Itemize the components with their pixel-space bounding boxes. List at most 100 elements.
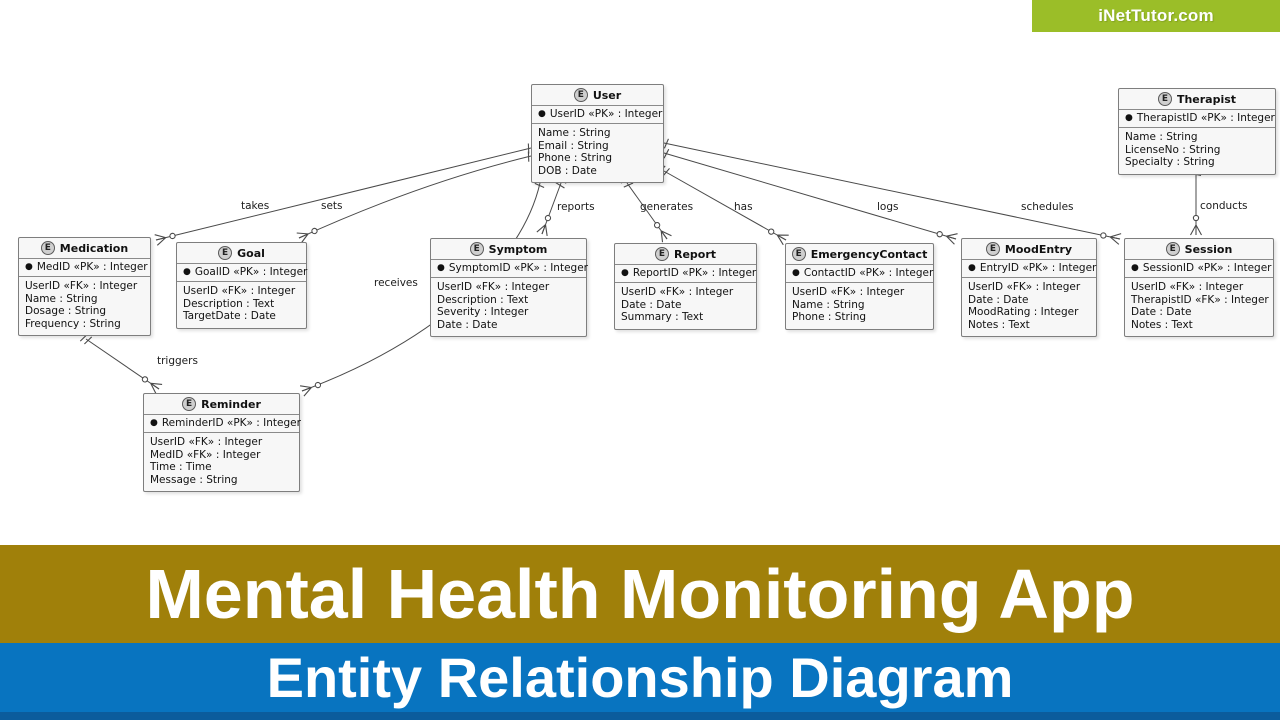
entity-moodentry-header: E MoodEntry	[962, 239, 1096, 259]
relationship-label-receives: receives	[374, 277, 418, 289]
connector-triggers	[79, 333, 163, 394]
pk-bullet-icon: ●	[150, 418, 158, 428]
entity-session-header: E Session	[1125, 239, 1273, 259]
attribute-row: MedID «FK» : Integer	[150, 448, 261, 461]
relationship-label-reports: reports	[557, 201, 595, 213]
entity-therapist: E Therapist ● TherapistID «PK» : Integer…	[1118, 88, 1276, 175]
entity-medication: E Medication ● MedID «PK» : Integer User…	[18, 237, 151, 336]
entity-title: MoodEntry	[1004, 242, 1073, 256]
pk-text: EntryID «PK» : Integer	[979, 262, 1097, 274]
attribute-row: Severity : Integer	[437, 306, 529, 318]
entity-emergencycontact: E EmergencyContact ● ContactID «PK» : In…	[785, 243, 934, 330]
pk-text: ContactID «PK» : Integer	[803, 267, 934, 279]
attribute-row: UserID «FK» : Integer	[621, 286, 734, 298]
title-band: Mental Health Monitoring App	[0, 545, 1280, 643]
subtitle-band: Entity Relationship Diagram	[0, 643, 1280, 712]
relationship-label-generates: generates	[640, 201, 694, 213]
attribute-row: Specialty : String	[1125, 156, 1215, 168]
attribute-row: Message : String	[150, 473, 238, 486]
entity-therapist-header: E Therapist	[1119, 89, 1275, 109]
pk-text: ReportID «PK» : Integer	[632, 267, 757, 279]
entity-attributes: UserID «FK» : Integer Name : String Dosa…	[19, 276, 150, 335]
attribute-row: Name : String	[1125, 131, 1198, 143]
entity-user: E User ● UserID «PK» : Integer Name : St…	[531, 84, 664, 183]
attribute-row: Date : Date	[1131, 306, 1192, 318]
entity-pk-row: ● UserID «PK» : Integer	[532, 105, 663, 123]
entity-attributes: Name : String LicenseNo : String Special…	[1119, 127, 1275, 174]
entity-reminder-header: E Reminder	[144, 394, 299, 414]
entity-title: Reminder	[201, 397, 261, 411]
attribute-row: UserID «FK» : Integer	[183, 285, 296, 297]
pk-bullet-icon: ●	[25, 262, 33, 272]
relationship-label-triggers: triggers	[157, 355, 198, 367]
entity-pk-row: ● ContactID «PK» : Integer	[786, 264, 933, 282]
entity-pk-row: ● EntryID «PK» : Integer	[962, 259, 1096, 277]
pk-text: MedID «PK» : Integer	[36, 261, 148, 273]
entity-attributes: UserID «FK» : Integer Date : Date MoodRa…	[962, 277, 1096, 336]
entity-pk-row: ● ReminderID «PK» : Integer	[144, 414, 301, 432]
entity-attributes: UserID «FK» : Integer TherapistID «FK» :…	[1125, 277, 1273, 336]
entity-symptom: E Symptom ● SymptomID «PK» : Integer Use…	[430, 238, 588, 337]
relationship-label-logs: logs	[877, 201, 899, 213]
entity-attributes: UserID «FK» : Integer Date : Date Summar…	[615, 282, 756, 329]
pk-text: ReminderID «PK» : Integer	[161, 417, 301, 429]
entity-icon: E	[791, 247, 806, 261]
entity-icon: E	[654, 247, 669, 261]
entity-icon: E	[573, 88, 588, 102]
entity-pk-row: ● SessionID «PK» : Integer	[1125, 259, 1273, 277]
connector-schedules	[659, 137, 1122, 245]
attribute-row: Date : Date	[968, 293, 1029, 306]
attribute-row: Dosage : String	[25, 305, 107, 317]
attribute-row: Notes : Text	[968, 318, 1030, 331]
attribute-row: UserID «FK» : Integer	[792, 286, 905, 298]
page-subtitle: Entity Relationship Diagram	[266, 646, 1014, 709]
entity-title: Medication	[59, 241, 129, 255]
entity-icon: E	[1157, 92, 1172, 106]
pk-bullet-icon: ●	[183, 267, 191, 277]
attribute-row: Name : String	[538, 127, 611, 139]
entity-icon: E	[469, 242, 484, 256]
entity-attributes: UserID «FK» : Integer Name : String Phon…	[786, 282, 933, 329]
entity-title: Symptom	[488, 242, 548, 256]
entity-title: EmergencyContact	[810, 247, 928, 261]
entity-goal: E Goal ● GoalID «PK» : Integer UserID «F…	[176, 242, 307, 329]
attribute-row: Frequency : String	[25, 317, 121, 330]
attribute-row: Notes : Text	[1131, 318, 1193, 331]
entity-symptom-header: E Symptom	[431, 239, 586, 259]
entity-attributes: Name : String Email : String Phone : Str…	[532, 123, 663, 182]
pk-bullet-icon: ●	[792, 268, 800, 278]
attribute-row: UserID «FK» : Integer	[437, 281, 550, 293]
entity-title: Therapist	[1176, 92, 1237, 106]
attribute-row: TherapistID «FK» : Integer	[1131, 293, 1269, 306]
entity-report: E Report ● ReportID «PK» : Integer UserI…	[614, 243, 757, 330]
entity-emergencycontact-header: E EmergencyContact	[786, 244, 933, 264]
attribute-row: DOB : Date	[538, 164, 597, 177]
pk-bullet-icon: ●	[968, 263, 976, 273]
entity-pk-row: ● GoalID «PK» : Integer	[177, 263, 307, 281]
entity-moodentry: E MoodEntry ● EntryID «PK» : Integer Use…	[961, 238, 1097, 337]
relationship-label-schedules: schedules	[1021, 201, 1074, 213]
pk-bullet-icon: ●	[538, 109, 546, 119]
logo-banner: iNetTutor.com	[1032, 0, 1280, 32]
pk-text: SessionID «PK» : Integer	[1142, 262, 1272, 274]
page-title: Mental Health Monitoring App	[145, 555, 1135, 633]
pk-text: UserID «PK» : Integer	[549, 108, 663, 120]
pk-bullet-icon: ●	[1131, 263, 1139, 273]
entity-icon: E	[1165, 242, 1180, 256]
entity-title: Goal	[237, 246, 265, 260]
entity-pk-row: ● TherapistID «PK» : Integer	[1119, 109, 1275, 127]
pk-bullet-icon: ●	[437, 263, 445, 273]
entity-user-header: E User	[532, 85, 663, 105]
entity-icon: E	[985, 242, 1000, 256]
entity-title: Session	[1184, 242, 1233, 256]
attribute-row: Phone : String	[538, 152, 613, 164]
connector-takes	[154, 142, 535, 246]
entity-attributes: UserID «FK» : Integer MedID «FK» : Integ…	[144, 432, 299, 491]
attribute-row: UserID «FK» : Integer	[25, 280, 138, 292]
attribute-row: Phone : String	[792, 311, 867, 323]
attribute-row: UserID «FK» : Integer	[150, 436, 263, 448]
attribute-row: Time : Time	[150, 461, 212, 473]
entity-pk-row: ● MedID «PK» : Integer	[19, 258, 150, 276]
entity-report-header: E Report	[615, 244, 756, 264]
footer-strip	[0, 712, 1280, 720]
